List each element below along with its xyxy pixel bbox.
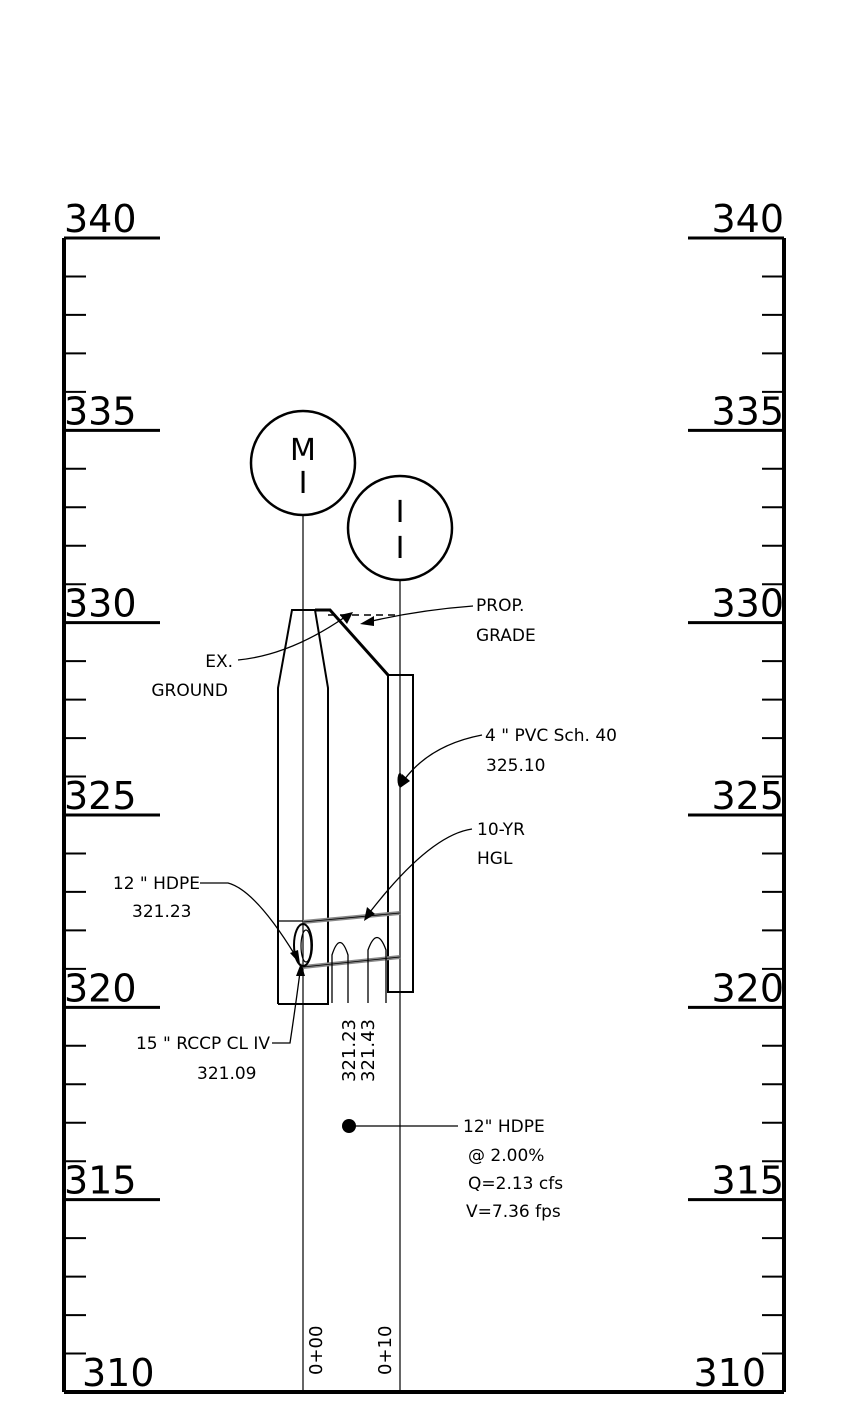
i1-label-top: I <box>396 495 405 530</box>
hdpe-leader <box>200 882 296 956</box>
ex-ground-label-2: GROUND <box>151 681 228 701</box>
invert-label-2: 321.43 <box>358 1019 379 1082</box>
invert-leaders <box>331 936 387 1003</box>
elevation-label-left: 340 <box>64 197 137 241</box>
elevation-label-right: 310 <box>693 1351 766 1395</box>
elevation-label-left: 325 <box>64 774 137 818</box>
elevation-label-right: 340 <box>711 197 784 241</box>
hdpe-pipe <box>302 911 401 969</box>
m1-label-top: M <box>290 433 316 468</box>
prop-grade-arrow <box>360 616 374 626</box>
elevation-label-right: 315 <box>711 1159 784 1203</box>
elevation-label-left: 335 <box>64 389 137 433</box>
m1-label-bottom: I <box>299 466 308 501</box>
elevation-label-right: 335 <box>711 389 784 433</box>
pipe-info-size: 12" HDPE <box>463 1117 545 1137</box>
hdpe-arrow <box>290 950 300 964</box>
prop-grade-label-2: GRADE <box>476 626 536 646</box>
hdpe-label-1: 12 " HDPE <box>113 874 200 894</box>
hgl-arrow <box>364 907 375 921</box>
hgl-label-1: 10-YR <box>477 820 525 840</box>
ex-ground-leader <box>237 616 346 661</box>
pvc-arrow <box>400 774 410 788</box>
rcp-label-1: 15 " RCCP CL IV <box>136 1034 270 1054</box>
pvc-label-1: 4 " PVC Sch. 40 <box>485 726 617 746</box>
elevation-label-left: 330 <box>64 582 137 626</box>
ex-ground-label-1: EX. <box>205 652 233 672</box>
pvc-leader <box>403 734 483 781</box>
elevation-label-left: 310 <box>82 1351 155 1395</box>
i1-label-bottom: I <box>396 531 405 566</box>
elevation-label-right: 325 <box>711 774 784 818</box>
elevation-label-left: 320 <box>64 966 137 1010</box>
hgl-label-2: HGL <box>477 849 513 869</box>
pipe-openings <box>293 923 313 967</box>
pipe-info-slope: @ 2.00% <box>468 1146 544 1166</box>
station-lines <box>302 515 401 1392</box>
manhole-m1-symbol: M I <box>249 409 357 517</box>
pvc-label-2: 325.10 <box>486 756 545 776</box>
prop-grade-leader <box>371 605 474 622</box>
proposed-grade-line <box>315 608 390 676</box>
elevation-label-left: 315 <box>64 1159 137 1203</box>
elevation-label-right: 330 <box>711 582 784 626</box>
pipe-info-flow: Q=2.13 cfs <box>468 1174 563 1194</box>
station-label-0: 0+00 <box>306 1326 327 1375</box>
elevation-ticks <box>64 275 784 1355</box>
station-label-1: 0+10 <box>375 1326 396 1375</box>
profile-frame <box>62 238 786 1394</box>
ex-ground-arrow <box>340 612 353 624</box>
invert-label-1: 321.23 <box>339 1019 360 1082</box>
hgl-leader <box>369 828 473 913</box>
prop-grade-label-1: PROP. <box>476 596 524 616</box>
hdpe-label-2: 321.23 <box>132 902 191 922</box>
inlet-i1-body <box>387 674 414 993</box>
elevation-labels: 340 340 335 335 330 330 325 325 320 320 315 315 310 3… <box>64 197 784 1395</box>
rcp-leader <box>272 971 301 1044</box>
pvc-pipe-mark <box>397 773 403 787</box>
rcp-arrow <box>296 963 305 976</box>
pipe-info-velocity: V=7.36 fps <box>466 1202 561 1222</box>
inlet-i1-symbol: I I <box>346 474 454 582</box>
rcp-label-2: 321.09 <box>197 1064 256 1084</box>
elevation-label-right: 320 <box>711 966 784 1010</box>
